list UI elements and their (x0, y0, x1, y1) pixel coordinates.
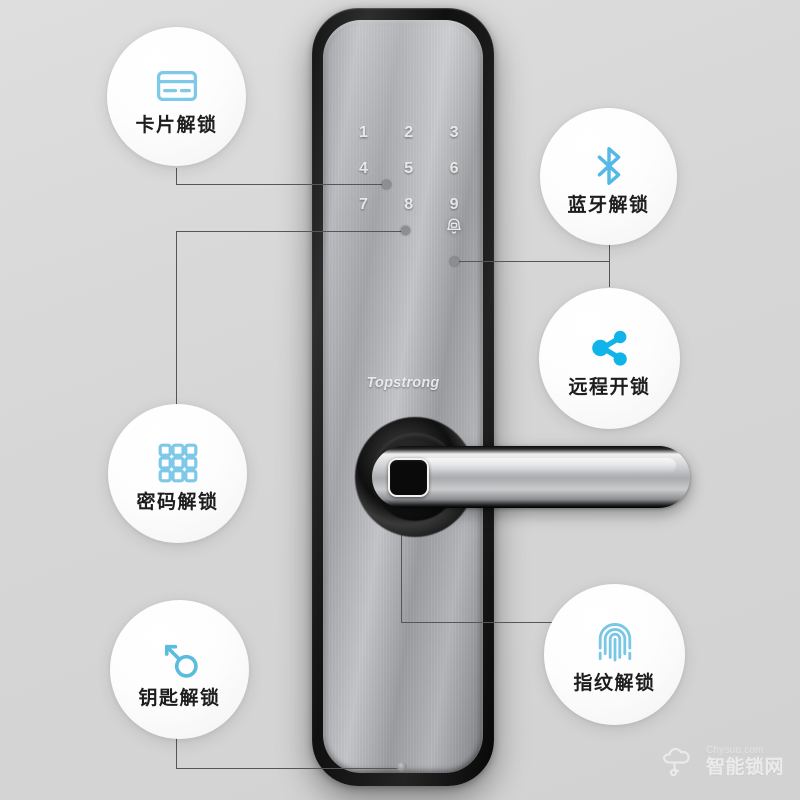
feature-badge-bluetooth[interactable]: 蓝牙解锁 (540, 108, 677, 245)
feature-label-key: 钥匙解锁 (138, 688, 221, 709)
brand-logo: Topstrong (366, 375, 440, 391)
lock-faceplate: 1 2 3 4 5 6 7 8 9 Topstrong (323, 20, 483, 773)
feature-label-bluetooth: 蓝牙解锁 (567, 195, 650, 216)
leader-line-card-vertical (176, 168, 177, 185)
leader-line-remote-vertical (609, 261, 610, 287)
doorbell-row (341, 216, 477, 238)
lever-handle[interactable] (372, 446, 690, 508)
site-watermark: Chysuo.com 智能锁网 (657, 744, 784, 778)
anchor-dot-bluetooth (450, 257, 459, 266)
watermark-url: Chysuo.com (705, 744, 764, 756)
feature-label-card: 卡片解锁 (135, 115, 218, 136)
leader-line-fingerprint-vertical (401, 492, 402, 623)
card-icon (154, 58, 200, 114)
doorbell-button[interactable] (432, 216, 477, 238)
keypad-key-8[interactable]: 8 (404, 196, 414, 213)
feature-badge-fingerprint[interactable]: 指纹解锁 (544, 584, 685, 725)
key-icon (157, 631, 203, 687)
feature-label-remote: 远程开锁 (568, 377, 651, 398)
keypad-key-7[interactable]: 7 (358, 196, 369, 213)
keypad-key-9[interactable]: 9 (449, 196, 460, 213)
bell-icon (447, 218, 462, 234)
cloud-lock-logo (662, 748, 690, 777)
share-nodes-icon (586, 320, 634, 376)
keypad-grid-icon (154, 435, 202, 491)
anchor-dot-password (401, 226, 410, 235)
leader-line-key-horizontal (176, 768, 401, 769)
watermark-text-block: Chysuo.com 智能锁网 (705, 744, 784, 778)
fingerprint-sensor[interactable] (388, 458, 429, 497)
keypad-key-6[interactable]: 6 (449, 160, 460, 177)
feature-label-password: 密码解锁 (136, 492, 219, 513)
keypad-key-1[interactable]: 1 (358, 124, 369, 141)
leader-line-bluetooth-horizontal (455, 261, 610, 262)
feature-badge-password[interactable]: 密码解锁 (108, 404, 247, 543)
leader-line-password-horizontal (176, 231, 406, 232)
keypad-key-2[interactable]: 2 (404, 124, 414, 141)
watermark-name: 智能锁网 (705, 756, 784, 778)
numeric-keypad[interactable]: 1 2 3 4 5 6 7 8 9 (341, 124, 477, 214)
leader-line-fingerprint-horizontal (401, 622, 586, 623)
fingerprint-icon (590, 616, 640, 672)
leader-line-password-vertical (176, 231, 177, 412)
bluetooth-icon (586, 138, 632, 194)
leader-line-key-vertical (176, 724, 177, 769)
leader-line-card-horizontal (176, 184, 387, 185)
keypad-key-4[interactable]: 4 (358, 160, 369, 177)
feature-label-fingerprint: 指纹解锁 (573, 673, 656, 694)
feature-badge-remote[interactable]: 远程开锁 (539, 288, 680, 429)
feature-badge-key[interactable]: 钥匙解锁 (110, 600, 249, 739)
anchor-dot-card (382, 180, 391, 189)
smart-lock-panel: 1 2 3 4 5 6 7 8 9 Topstrong (312, 8, 494, 786)
keyhole-cover-screw (397, 762, 407, 772)
leader-line-bluetooth-vertical (609, 242, 610, 262)
keypad-key-3[interactable]: 3 (449, 124, 460, 141)
keypad-key-5[interactable]: 5 (404, 160, 414, 177)
feature-badge-card[interactable]: 卡片解锁 (107, 27, 246, 166)
